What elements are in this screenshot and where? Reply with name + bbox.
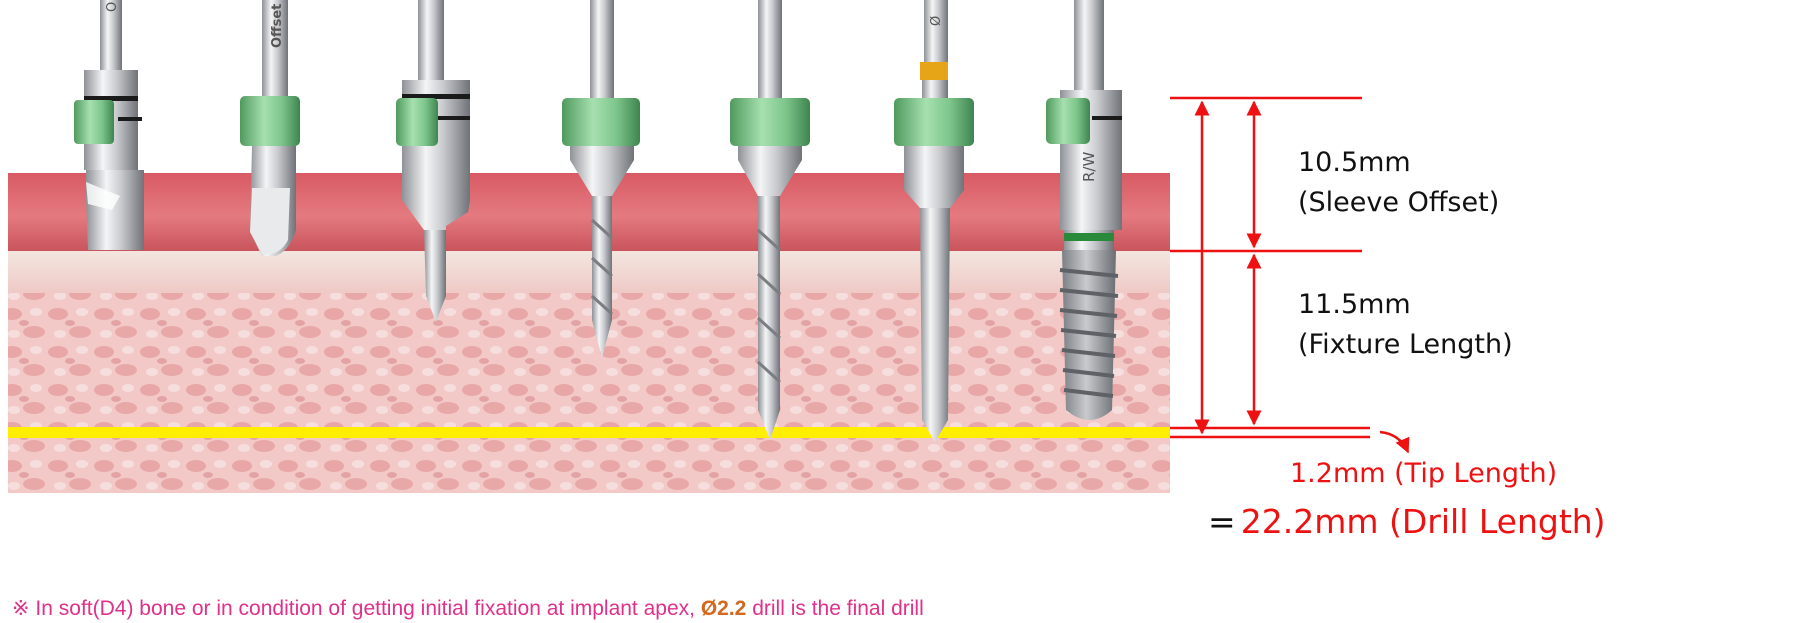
punch-engraving: O xyxy=(105,2,120,12)
fixture-length-caption: (Fixture Length) xyxy=(1298,328,1513,362)
sleeve-offset-caption: (Sleeve Offset) xyxy=(1298,186,1499,220)
note-suffix: drill is the final drill xyxy=(752,597,924,620)
final-drill-engraving: Ø xyxy=(929,16,944,26)
note-prefix: ※ In soft(D4) bone or in condition of ge… xyxy=(12,597,695,620)
drill-length-total: 22.2mm (Drill Length) xyxy=(1241,502,1606,541)
note-emphasis: Ø2.2 xyxy=(701,597,747,620)
clinical-note: ※ In soft(D4) bone or in condition of ge… xyxy=(12,596,924,621)
depth-line xyxy=(8,427,1170,438)
total-equals-sign: = xyxy=(1208,502,1236,541)
bone-cancellous-layer xyxy=(8,293,1170,493)
tip-pointer-arrow xyxy=(1380,432,1408,452)
svg-text:R/W: R/W xyxy=(1080,152,1098,182)
offset-engraving: Offset xyxy=(270,4,285,48)
bone-cortical-layer xyxy=(8,251,1170,293)
tip-length-label: 1.2mm (Tip Length) xyxy=(1290,458,1557,489)
sleeve-offset-value: 10.5mm xyxy=(1298,146,1499,180)
fixture-length-value: 11.5mm xyxy=(1298,288,1513,322)
